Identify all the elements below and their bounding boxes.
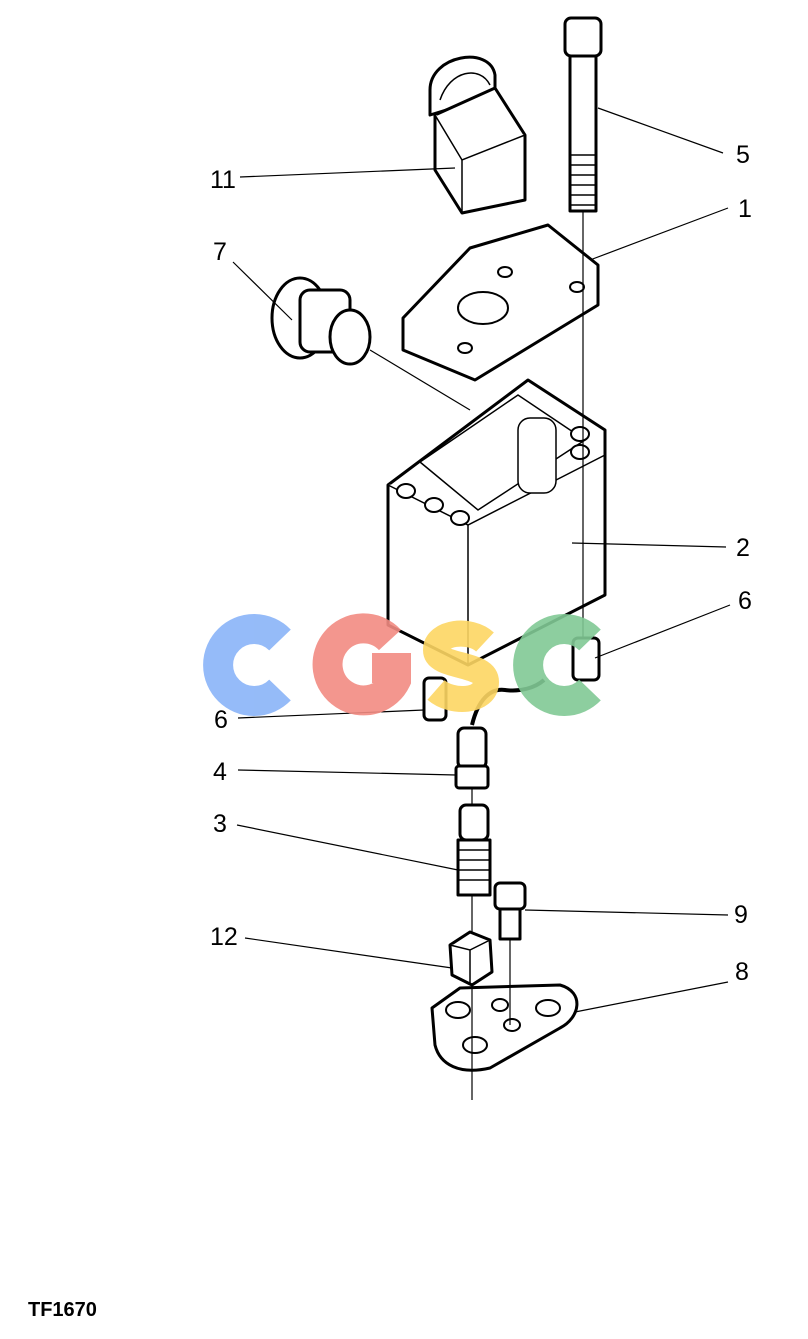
- part-12-nut: [448, 930, 494, 987]
- part-2-valve-housing: [386, 378, 607, 667]
- part-3-sensor: [456, 803, 492, 897]
- watermark-letter-s: [422, 620, 500, 712]
- callout-5: 5: [736, 141, 750, 169]
- watermark-letter-g: [312, 613, 411, 716]
- part-5-cap-screw: [563, 16, 603, 213]
- part-11-elbow-fitting: [428, 55, 527, 215]
- callout-11: 11: [210, 166, 236, 194]
- callout-12: 12: [210, 923, 238, 951]
- watermark-cgsc: [203, 613, 601, 716]
- part-7-plug: [270, 276, 372, 366]
- callout-7: 7: [213, 238, 227, 266]
- part-8-bracket-plate: [430, 983, 579, 1072]
- part-1-flange-plate: [401, 223, 600, 382]
- figure-code: TF1670: [28, 1299, 97, 1321]
- callout-1: 1: [738, 195, 752, 223]
- callout-8: 8: [735, 958, 749, 986]
- watermark-letter-c1: [203, 614, 291, 716]
- callout-6-right: 6: [738, 587, 752, 615]
- leader-lines: [232, 107, 731, 1013]
- callout-2: 2: [736, 534, 750, 562]
- part-4-connector: [454, 726, 490, 790]
- callout-6-left: 6: [214, 706, 228, 734]
- callout-4: 4: [213, 758, 227, 786]
- callout-3: 3: [213, 810, 227, 838]
- watermark-letter-c2: [513, 614, 601, 716]
- callout-9: 9: [734, 901, 748, 929]
- callout-labels: 11 5 1 7 2 6 6 4 3 9 12 8: [210, 141, 752, 986]
- assembly-axis-lines: [369, 212, 584, 1100]
- part-9-small-screw: [493, 881, 527, 941]
